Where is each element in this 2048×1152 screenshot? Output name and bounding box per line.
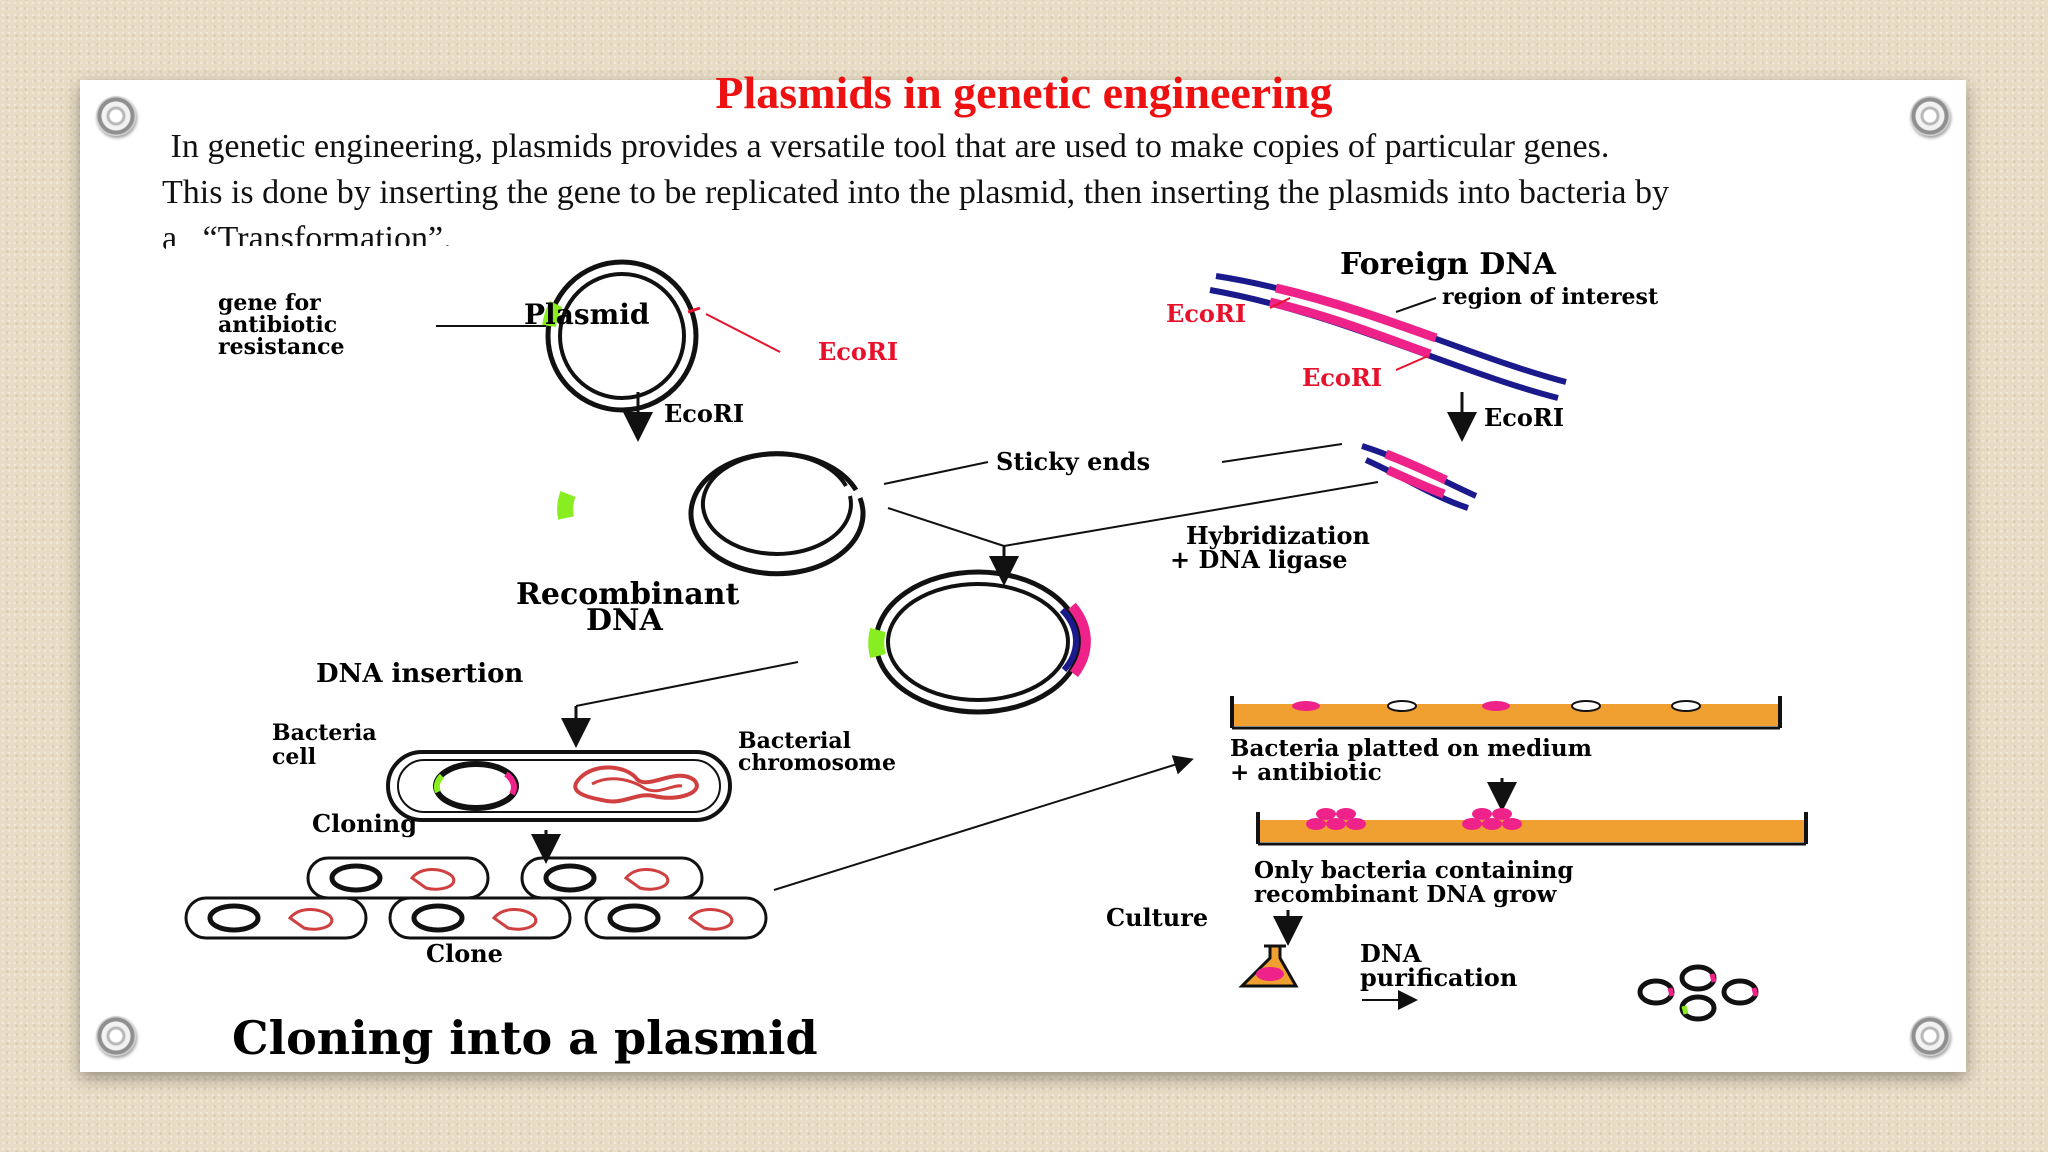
grommet-bottom-left-icon (96, 1016, 136, 1056)
bacterial-chromosome-label-2: chromosome (738, 750, 896, 776)
plated-label-2: + antibiotic (1230, 759, 1382, 786)
recombinant-label-1: Recombinant (516, 577, 739, 612)
region-of-interest-label: region of interest (1442, 284, 1659, 310)
gene-label-3: resistance (218, 334, 345, 360)
grommet-top-right-icon (1910, 96, 1950, 136)
plate-medium-2 (1256, 808, 1808, 846)
flask-icon (1238, 944, 1299, 988)
opened-plasmid (557, 451, 866, 577)
cloning-diagram: gene for antibiotic resistance Plasmid E… (166, 246, 1880, 1068)
sticky-ends-label: Sticky ends (996, 447, 1150, 476)
bacteria-cell-label-2: cell (272, 744, 316, 770)
region-pointer (1395, 297, 1437, 313)
dna-purification-label-1: DNA (1360, 939, 1422, 968)
ecori-plasmid-label: EcoRI (818, 337, 898, 366)
plate-medium-1 (1230, 696, 1782, 730)
paragraph-line-2: This is done by inserting the gene to be… (162, 174, 1669, 211)
ecori-foreign-label-1: EcoRI (1166, 299, 1246, 328)
ecori-arrow-left-label: EcoRI (664, 399, 744, 428)
sticky-pointer-right (1221, 443, 1343, 463)
grommet-bottom-right-icon (1910, 1016, 1950, 1056)
gene-label-2: antibiotic (218, 312, 337, 338)
purified-plasmids-icon (1637, 964, 1759, 1022)
hybridization-label-2: + DNA ligase (1170, 545, 1348, 574)
join-line-left (887, 507, 1005, 547)
culture-label: Culture (1106, 903, 1208, 932)
intro-paragraph: In genetic engineering, plasmids provide… (162, 124, 1902, 262)
only-bacteria-label-2: recombinant DNA grow (1254, 881, 1558, 908)
plasmid-ring (542, 259, 701, 413)
clone-cells (184, 856, 768, 940)
dna-purification-label-2: purification (1360, 963, 1517, 992)
cloning-diagram-svg: gene for antibiotic resistance Plasmid E… (184, 247, 1808, 1065)
ecori-plasmid-pointer (705, 313, 781, 353)
diagram-caption: Cloning into a plasmid (232, 1011, 818, 1065)
bacteria-cell-label-1: Bacteria (272, 720, 377, 746)
ecori-foreign-pointer-2 (1395, 355, 1429, 371)
plasmid-label: Plasmid (524, 298, 649, 331)
clone-label: Clone (426, 939, 503, 968)
ecori-foreign-label-2: EcoRI (1302, 363, 1382, 392)
arrow-to-plate (773, 755, 1194, 891)
dna-fragment (1361, 443, 1478, 511)
gene-label-1: gene for (218, 290, 321, 316)
only-bacteria-label-1: Only bacteria containing (1254, 857, 1573, 884)
foreign-dna-strands (1209, 273, 1567, 401)
paragraph-line-1: In genetic engineering, plasmids provide… (162, 128, 1610, 165)
dna-insertion-label: DNA insertion (316, 659, 523, 689)
join-line-right (1003, 481, 1379, 547)
sticky-pointer-left (883, 461, 989, 485)
insertion-line (575, 661, 799, 707)
bacterial-chromosome-label-1: Bacterial (738, 728, 851, 754)
bacteria-cell (386, 750, 732, 822)
ecori-foreign-pointer-1 (1269, 297, 1291, 309)
ecori-arrow-right-label: EcoRI (1484, 403, 1564, 432)
recombinant-dna-ring (868, 569, 1091, 715)
plated-label-1: Bacteria platted on medium (1230, 735, 1592, 762)
cloning-label: Cloning (312, 809, 417, 838)
slide-title: Plasmids in genetic engineering (715, 67, 1333, 118)
recombinant-label-2: DNA (586, 603, 663, 638)
hybridization-label-1: Hybridization (1186, 521, 1370, 550)
foreign-dna-label: Foreign DNA (1340, 247, 1557, 282)
grommet-top-left-icon (96, 96, 136, 136)
